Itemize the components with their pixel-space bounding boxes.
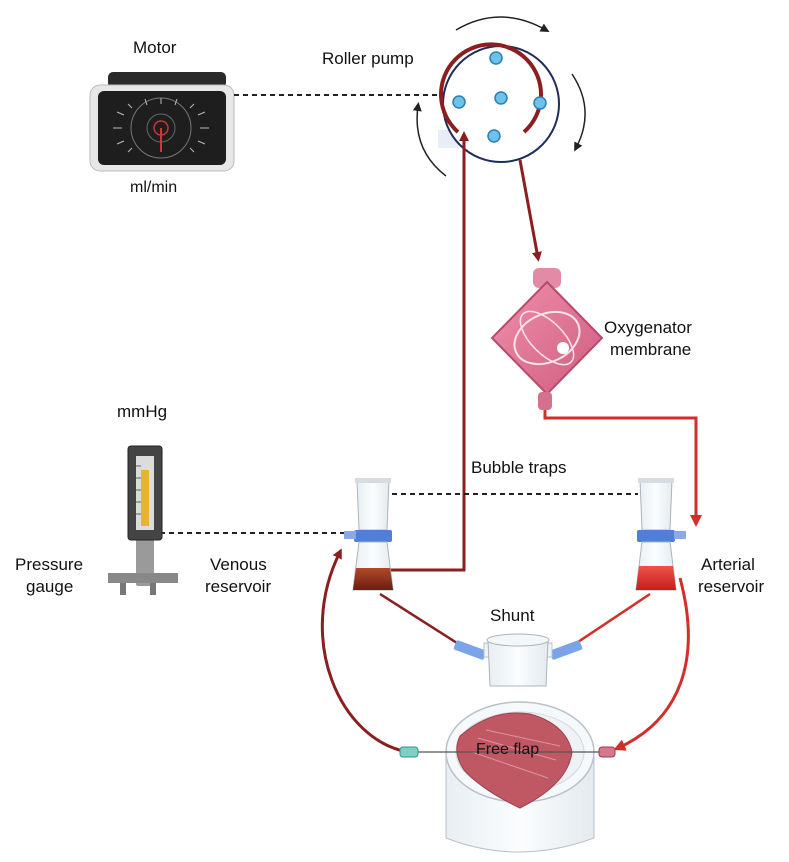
tube-venous-to-pump — [380, 131, 469, 572]
motor-label: Motor — [133, 38, 177, 57]
arterial-reservoir-label-line1: Arterial — [701, 555, 755, 574]
roller-pump — [412, 16, 586, 177]
oxygenator-label-line2: membrane — [610, 340, 692, 359]
shunt-device — [453, 633, 583, 687]
tube-arterial-to-shunt — [565, 592, 651, 652]
oxygenator-membrane — [490, 268, 604, 410]
motor-dial — [113, 97, 209, 159]
venous-reservoir-label-line1: Venous — [210, 555, 267, 574]
motor-device — [89, 72, 235, 172]
arterial-reservoir-label-line2: reservoir — [698, 577, 765, 596]
tube-oxygenator-to-arterial — [543, 410, 702, 527]
free-flap-label: Free flap — [476, 741, 540, 758]
venous-reservoir — [344, 478, 394, 591]
tube-arterial-to-flap — [613, 577, 690, 751]
motor-unit-label: ml/min — [130, 179, 178, 196]
tube-flap-to-venous — [320, 548, 409, 754]
tube-venous-to-shunt — [379, 592, 469, 652]
pressure-gauge-label-line2: gauge — [26, 577, 74, 596]
pressure-gauge-label-line1: Pressure — [15, 555, 84, 574]
venous-reservoir-label-line2: reservoir — [205, 577, 272, 596]
arterial-reservoir — [635, 478, 686, 591]
tube-pump-to-oxygenator — [518, 159, 542, 262]
bubble-traps-label: Bubble traps — [471, 458, 567, 477]
pressure-gauge-device — [108, 445, 178, 595]
oxygenator-label-line1: Oxygenator — [604, 318, 692, 337]
roller-pump-label: Roller pump — [322, 49, 414, 68]
free-flap-dish — [399, 701, 616, 853]
pressure-unit-label: mmHg — [117, 402, 168, 421]
shunt-label: Shunt — [490, 606, 535, 625]
